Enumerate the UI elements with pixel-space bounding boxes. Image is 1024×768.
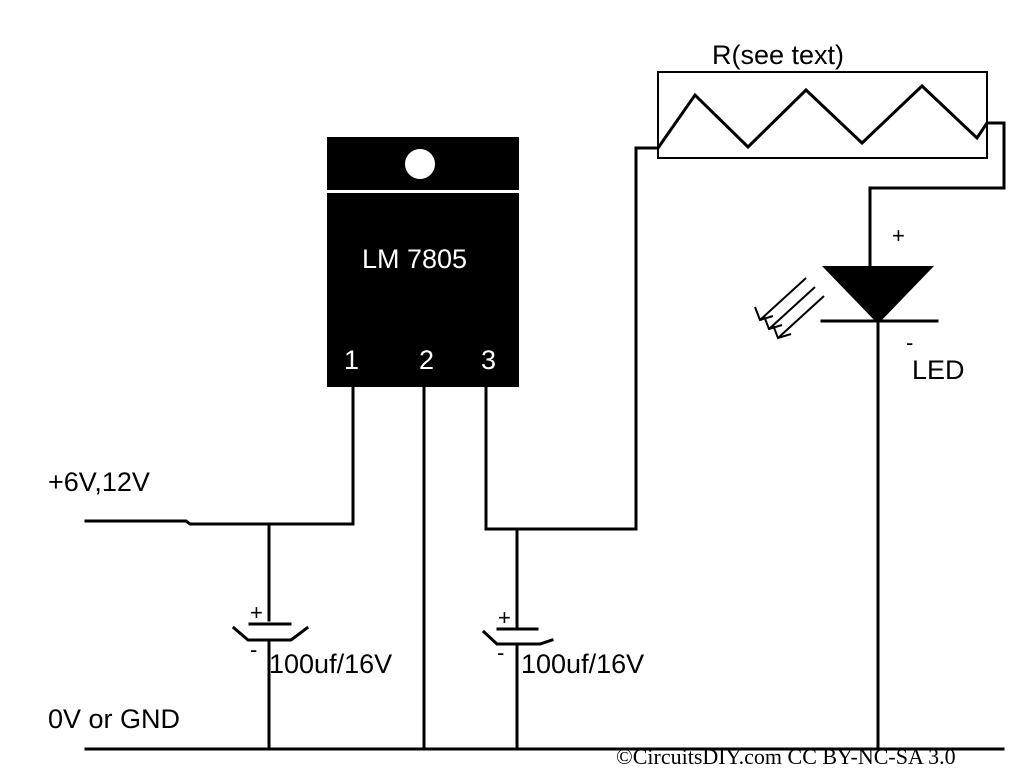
regulator-pin3-label: 3	[481, 345, 496, 375]
resistor-zigzag	[655, 83, 1004, 151]
led: + - LED	[754, 223, 965, 385]
capacitor-minus-label: -	[250, 637, 257, 662]
regulator-lm7805: LM 7805 1 2 3	[327, 137, 519, 387]
input-capacitor: + - 100uf/16V	[231, 600, 392, 751]
regulator-part-label: LM 7805	[362, 244, 467, 274]
led-plus-label: +	[892, 223, 905, 248]
capacitor-plate-negative	[481, 629, 554, 646]
resistor-to-led-wire	[868, 121, 1006, 268]
output-capacitor: + - 100uf/16V	[481, 605, 644, 751]
ground-label: 0V or GND	[48, 704, 180, 734]
credit-text: ©CircuitsDIY.com CC BY-NC-SA 3.0	[616, 744, 956, 768]
led-triangle	[822, 266, 934, 324]
capacitor-plus-label: +	[498, 605, 511, 630]
output-wire	[484, 146, 658, 531]
resistor-label: R(see text)	[712, 40, 844, 70]
input-voltage-label: +6V,12V	[48, 467, 150, 497]
capacitor-minus-label: -	[497, 640, 504, 665]
capacitor-plus-label: +	[250, 600, 263, 625]
resistor-body	[657, 71, 988, 159]
regulator-pin2-label: 2	[419, 345, 434, 375]
capacitor-value-label: 100uf/16V	[269, 649, 392, 679]
input-wire	[84, 519, 355, 526]
regulator-pin1-label: 1	[344, 345, 359, 375]
light-emission-arrows-icon	[754, 277, 825, 340]
led-label: LED	[912, 355, 965, 385]
led-minus-label: -	[906, 330, 913, 355]
capacitor-value-label: 100uf/16V	[521, 649, 644, 679]
regulator-body	[327, 193, 519, 387]
regulator-mounting-hole	[405, 149, 435, 179]
resistor: R(see text)	[655, 40, 1004, 159]
capacitor-plate-negative	[231, 625, 310, 642]
